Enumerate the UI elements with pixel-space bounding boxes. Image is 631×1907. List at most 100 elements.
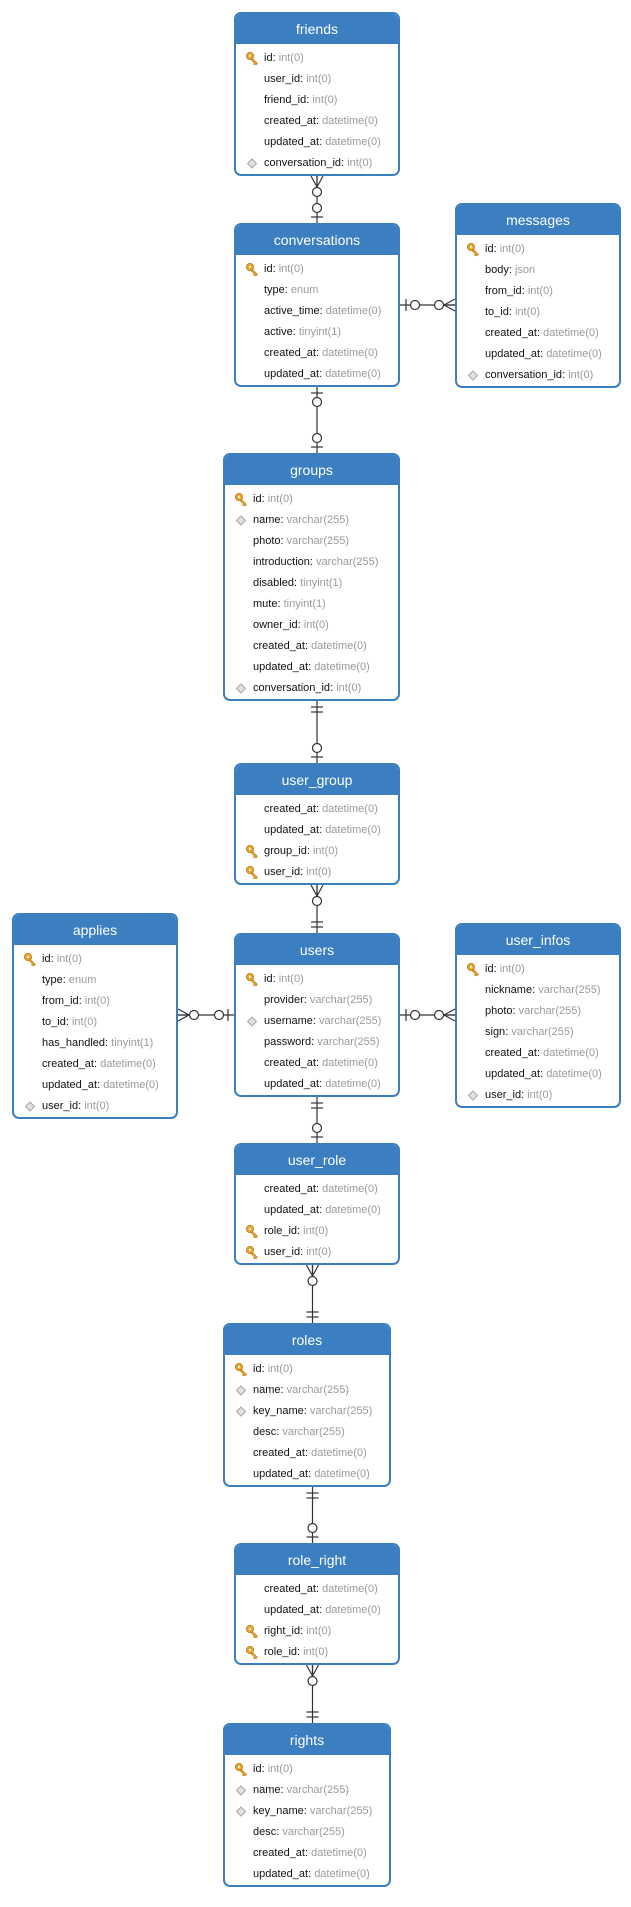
column-row[interactable]: updated_at: datetime(0) [236,820,398,841]
column-row[interactable]: type: enum [14,970,176,991]
column-row[interactable]: to_id: int(0) [457,302,619,323]
column-row[interactable]: active: tinyint(1) [236,322,398,343]
column-row[interactable]: password: varchar(255) [236,1032,398,1053]
column-row[interactable]: type: enum [236,280,398,301]
column-row[interactable]: updated_at: datetime(0) [236,132,398,153]
column-row[interactable]: id: int(0) [236,48,398,69]
column-row[interactable]: nickname: varchar(255) [457,980,619,1001]
column-row[interactable]: created_at: datetime(0) [236,799,398,820]
column-row[interactable]: user_id: int(0) [14,1096,176,1117]
column-row[interactable]: disabled: tinyint(1) [225,573,398,594]
column-row[interactable]: username: varchar(255) [236,1011,398,1032]
relation-conversations-messages [400,298,456,312]
column-row[interactable]: sign: varchar(255) [457,1022,619,1043]
column-separator: : [272,52,279,64]
column-row[interactable]: updated_at: datetime(0) [236,1074,398,1095]
column-row[interactable]: from_id: int(0) [457,281,619,302]
column-row[interactable]: id: int(0) [236,259,398,280]
column-row[interactable]: created_at: datetime(0) [457,1043,619,1064]
column-row[interactable]: conversation_id: int(0) [236,153,398,174]
column-row[interactable]: group_id: int(0) [236,841,398,862]
column-row[interactable]: name: varchar(255) [225,510,398,531]
column-row[interactable]: name: varchar(255) [225,1380,389,1401]
column-name: name [253,1784,281,1796]
column-row[interactable]: to_id: int(0) [14,1012,176,1033]
column-row[interactable]: user_id: int(0) [457,1085,619,1106]
column-type: datetime(0) [325,1604,381,1616]
column-row[interactable]: updated_at: datetime(0) [236,364,398,385]
column-row[interactable]: has_handled: tinyint(1) [14,1033,176,1054]
column-row[interactable]: updated_at: datetime(0) [457,1064,619,1085]
column-row[interactable]: desc: varchar(255) [225,1822,389,1843]
column-row[interactable]: user_id: int(0) [236,69,398,90]
column-row[interactable]: created_at: datetime(0) [225,1843,389,1864]
column-row[interactable]: provider: varchar(255) [236,990,398,1011]
column-row[interactable]: updated_at: datetime(0) [225,1464,389,1485]
column-row[interactable]: created_at: datetime(0) [236,1579,398,1600]
table-title: user_group [236,765,398,795]
column-row[interactable]: id: int(0) [225,1359,389,1380]
column-row[interactable]: id: int(0) [236,969,398,990]
column-row[interactable]: friend_id: int(0) [236,90,398,111]
column-row[interactable]: right_id: int(0) [236,1621,398,1642]
column-row[interactable]: desc: varchar(255) [225,1422,389,1443]
column-row[interactable]: body: json [457,260,619,281]
column-separator: : [308,661,315,673]
column-row[interactable]: created_at: datetime(0) [225,1443,389,1464]
column-row[interactable]: conversation_id: int(0) [225,678,398,699]
key-icon [466,239,480,260]
column-row[interactable]: created_at: datetime(0) [236,1053,398,1074]
column-row[interactable]: created_at: datetime(0) [236,1179,398,1200]
column-row[interactable]: created_at: datetime(0) [236,111,398,132]
column-row[interactable]: user_id: int(0) [236,862,398,883]
column-row[interactable]: updated_at: datetime(0) [225,1864,389,1885]
column-row[interactable]: active_time: datetime(0) [236,301,398,322]
column-name: updated_at [253,1868,309,1880]
column-row[interactable]: id: int(0) [225,489,398,510]
column-row[interactable]: name: varchar(255) [225,1780,389,1801]
column-row[interactable]: photo: varchar(255) [457,1001,619,1022]
column-row[interactable]: role_id: int(0) [236,1642,398,1663]
column-name: introduction [253,556,310,568]
column-row[interactable]: updated_at: datetime(0) [225,657,398,678]
column-row[interactable]: user_id: int(0) [236,1242,398,1263]
column-row[interactable]: owner_id: int(0) [225,615,398,636]
column-row[interactable]: from_id: int(0) [14,991,176,1012]
column-row[interactable]: introduction: varchar(255) [225,552,398,573]
column-row[interactable]: created_at: datetime(0) [14,1054,176,1075]
column-row[interactable]: conversation_id: int(0) [457,365,619,386]
column-row[interactable]: created_at: datetime(0) [236,343,398,364]
column-row[interactable]: key_name: varchar(255) [225,1801,389,1822]
column-separator: : [292,326,299,338]
column-row[interactable]: updated_at: datetime(0) [457,344,619,365]
column-row[interactable]: updated_at: datetime(0) [236,1200,398,1221]
column-row[interactable]: photo: varchar(255) [225,531,398,552]
column-row[interactable]: mute: tinyint(1) [225,594,398,615]
column-row[interactable]: id: int(0) [225,1759,389,1780]
table-friends[interactable]: friends id: int(0)user_id: int(0)friend_i… [234,12,400,176]
column-row[interactable]: id: int(0) [457,239,619,260]
column-row[interactable]: role_id: int(0) [236,1221,398,1242]
table-user-group[interactable]: user_group created_at: datetime(0)updated… [234,763,400,885]
column-separator: : [319,368,326,380]
column-row[interactable]: created_at: datetime(0) [225,636,398,657]
column-row[interactable]: key_name: varchar(255) [225,1401,389,1422]
column-row[interactable]: updated_at: datetime(0) [236,1600,398,1621]
column-row[interactable]: id: int(0) [457,959,619,980]
column-type: tinyint(1) [111,1037,154,1049]
column-row[interactable]: updated_at: datetime(0) [14,1075,176,1096]
column-row[interactable]: created_at: datetime(0) [457,323,619,344]
column-separator: : [261,1763,268,1775]
table-title: friends [236,14,398,44]
column-row[interactable]: id: int(0) [14,949,176,970]
